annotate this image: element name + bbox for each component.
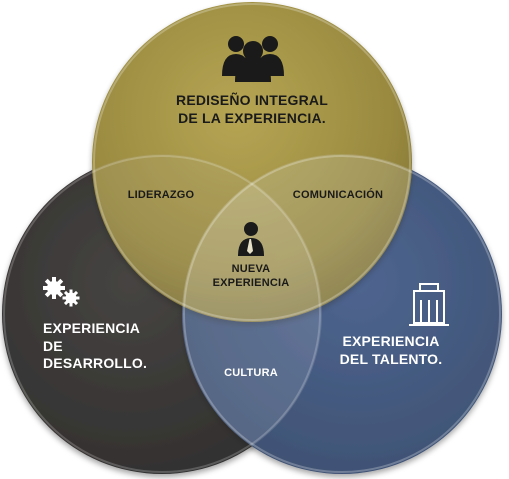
center-line-1: NUEVA <box>231 263 271 275</box>
intersection-comunicacion: COMUNICACIÓN <box>292 189 384 201</box>
business-person-icon <box>238 222 264 256</box>
overlap-right-over-top <box>182 154 502 474</box>
center-line-2: EXPERIENCIA <box>212 276 290 289</box>
overlap-left-over-top-mask <box>2 154 322 474</box>
talento-line-2: DEL TALENTO. <box>339 350 443 367</box>
rediseno-line-2: DE LA EXPERIENCIA. <box>178 109 326 126</box>
talento-line-1: EXPERIENCIA <box>342 333 440 349</box>
rediseno-line-1: REDISEÑO INTEGRAL <box>176 92 328 108</box>
gears-icon <box>43 277 80 307</box>
center-label: NUEVA EXPERIENCIA <box>213 263 290 291</box>
intersection-cultura: CULTURA <box>224 367 278 379</box>
rim-top <box>93 3 411 321</box>
desarrollo-title: EXPERIENCIA DE DESARROLLO. <box>43 320 147 373</box>
desarrollo-line-2: DE <box>43 337 63 354</box>
rediseno-title: REDISEÑO INTEGRAL DE LA EXPERIENCIA. <box>176 92 328 127</box>
group-of-people-icon <box>222 36 284 82</box>
talento-title: EXPERIENCIA DEL TALENTO. <box>340 333 443 368</box>
rim-right <box>183 155 501 473</box>
desarrollo-line-1: EXPERIENCIA <box>43 320 141 336</box>
circle-rediseno <box>92 2 412 322</box>
desarrollo-line-3: DESARROLLO. <box>43 355 148 371</box>
rim-left <box>3 155 321 473</box>
building-icon <box>409 283 449 326</box>
intersection-liderazgo: LIDERAZGO <box>127 189 195 201</box>
